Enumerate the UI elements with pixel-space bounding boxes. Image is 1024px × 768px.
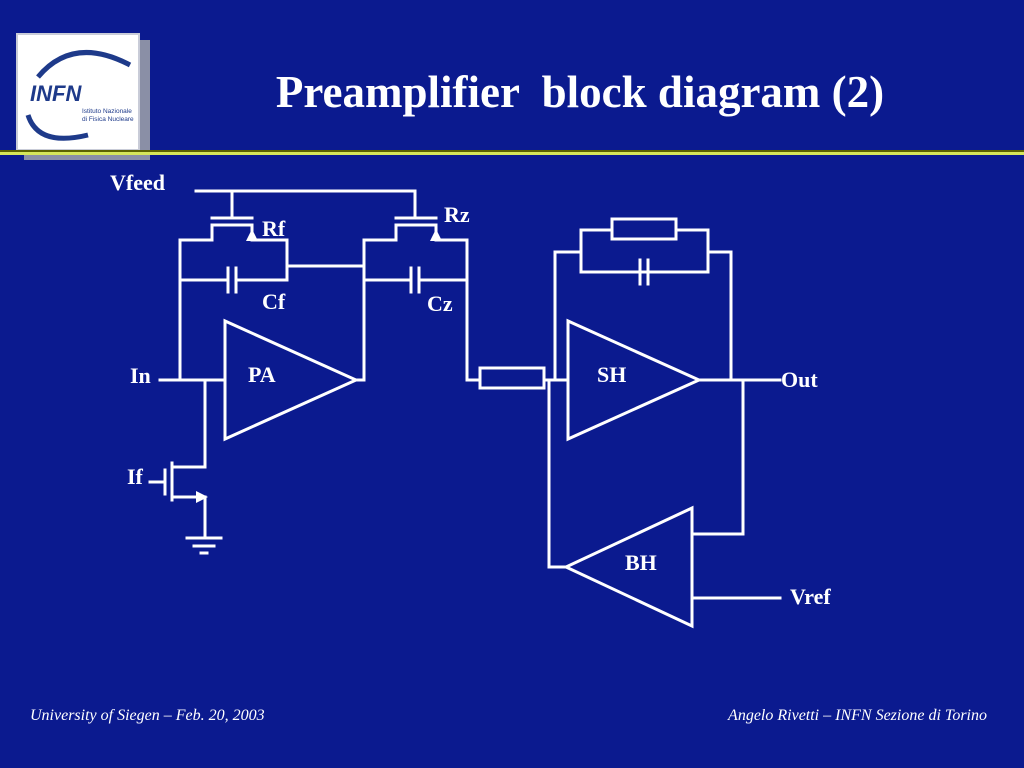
infn-logo: INFN Istituto Nazionale di Fisica Nuclea… (16, 33, 140, 151)
footer-left: University of Siegen – Feb. 20, 2003 (30, 707, 265, 724)
vref-label: Vref (790, 584, 831, 609)
rz-source-arrow (430, 229, 442, 241)
if-source-arrow (196, 491, 208, 503)
slide-title: Preamplifier block diagram (2) (275, 67, 885, 117)
title-rule-shadow (0, 150, 1024, 153)
rf-right-wire (250, 238, 289, 254)
sh-feedback-left (553, 250, 583, 382)
in-label: In (130, 363, 151, 388)
out-label: Out (781, 367, 818, 392)
bh-input-wire (690, 378, 745, 536)
rf-source-arrow (246, 229, 258, 241)
rz-right-wire (434, 238, 482, 382)
rz-left-wire (362, 238, 398, 382)
rf-left-wire (178, 238, 214, 382)
if-label: If (127, 464, 143, 489)
pa-label: PA (248, 362, 276, 387)
logo-line-2: di Fisica Nucleare (82, 116, 134, 123)
sh-amplifier (566, 318, 703, 442)
bh-output-wire (547, 378, 568, 569)
sh-label: SH (597, 362, 627, 387)
sh-feedback-right (706, 250, 733, 382)
bh-amplifier (562, 505, 694, 629)
infn-logo-graphic: INFN Istituto Nazionale di Fisica Nuclea… (25, 50, 134, 141)
title-rule (0, 152, 1024, 155)
footer-right: Angelo Rivetti – INFN Sezione di Torino (728, 707, 987, 724)
logo-acronym: INFN (30, 81, 82, 106)
cz-label: Cz (427, 291, 453, 316)
rf-label: Rf (262, 216, 286, 241)
vfeed-label: Vfeed (110, 170, 165, 195)
logo-line-1: Istituto Nazionale (82, 108, 132, 115)
bh-label: BH (625, 550, 657, 575)
sh-feedback-loop (579, 228, 710, 274)
input-resistor (478, 366, 546, 390)
sh-feedback-resistor (610, 217, 678, 241)
pa-amplifier (223, 318, 360, 442)
rz-label: Rz (444, 202, 470, 227)
cf-label: Cf (262, 289, 286, 314)
